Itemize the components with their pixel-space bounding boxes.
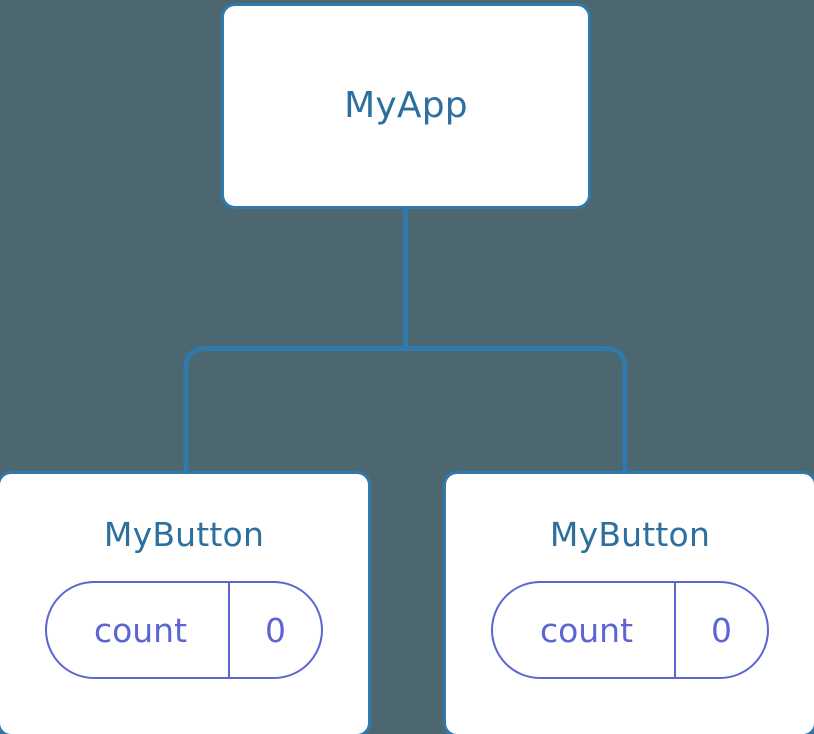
component-node-label: MyButton: [103, 515, 265, 554]
component-node-myapp[interactable]: MyApp: [221, 3, 591, 209]
state-key-label: count: [539, 610, 634, 650]
state-value-label: 0: [228, 583, 321, 677]
state-pill[interactable]: count 0: [491, 581, 769, 679]
state-pill[interactable]: count 0: [45, 581, 323, 679]
state-key-label: count: [93, 610, 188, 650]
component-node-mybutton-1[interactable]: MyButton count 0: [443, 471, 814, 734]
component-node-mybutton-0[interactable]: MyButton count 0: [0, 471, 371, 734]
component-node-label: MyButton: [549, 515, 711, 554]
state-value-label: 0: [674, 583, 767, 677]
connector-to-child-0: [183, 346, 406, 480]
connector-to-child-1: [405, 346, 628, 480]
component-node-label: MyApp: [344, 85, 468, 126]
